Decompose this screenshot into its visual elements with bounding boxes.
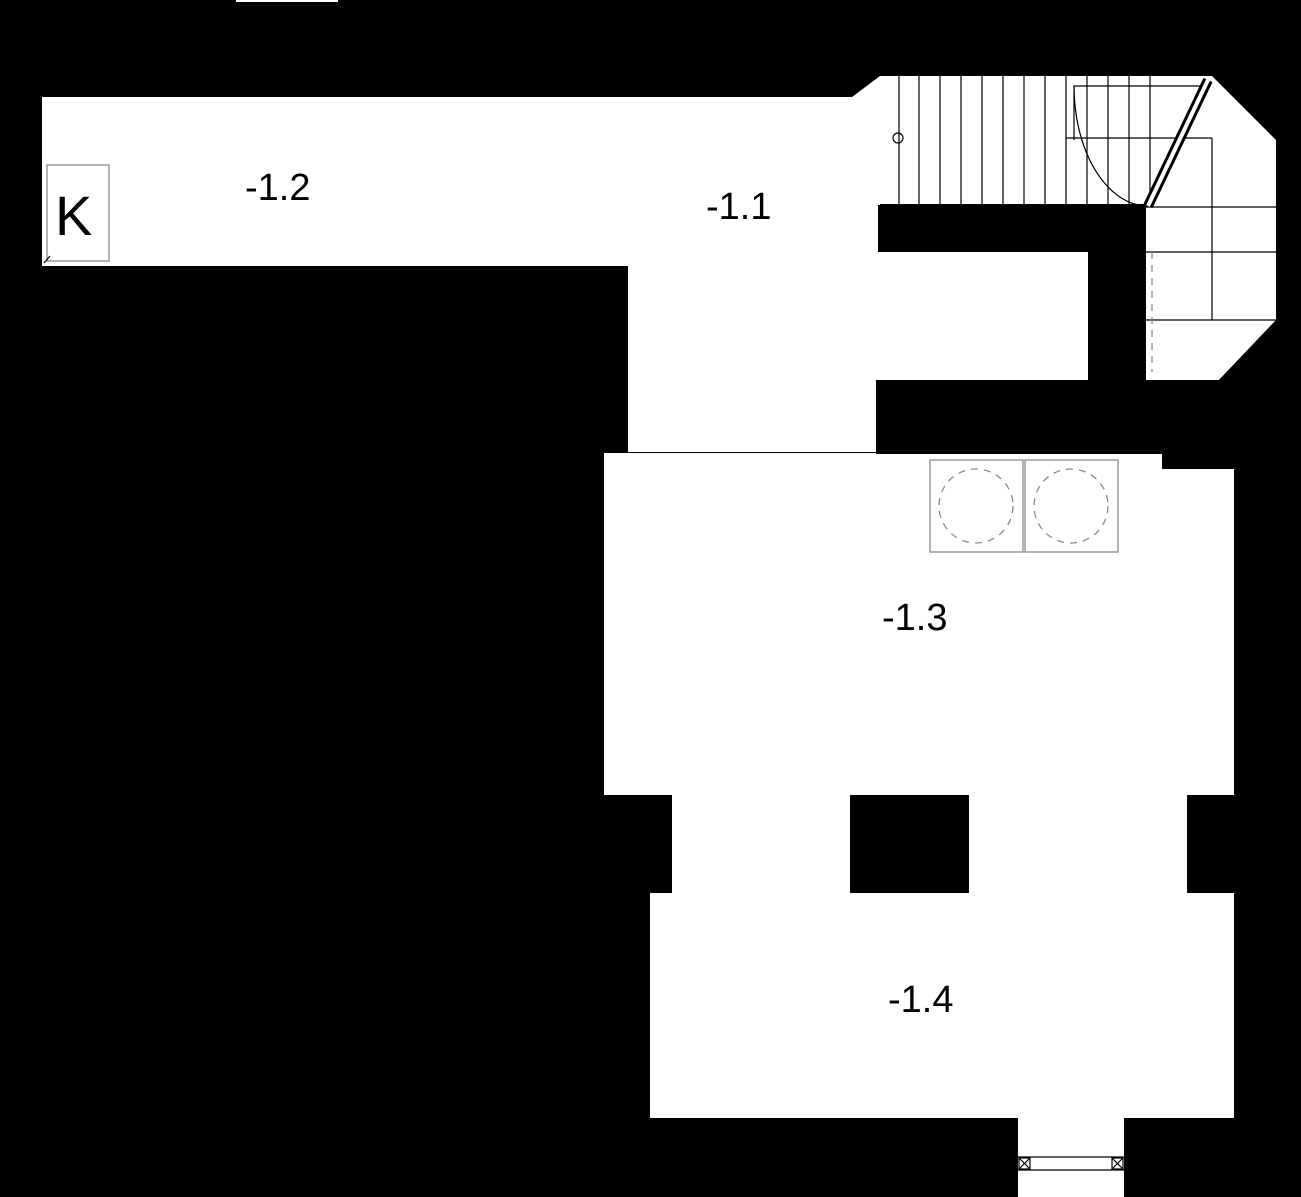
marker-k-frame — [46, 164, 110, 262]
marker-k-label: K — [55, 184, 92, 247]
marker-k: K — [43, 164, 110, 264]
door-swing-icon — [1073, 77, 1213, 209]
wall-stair-lower — [876, 380, 1234, 454]
appliance-box-left — [929, 459, 1024, 553]
room-area-passage-left — [672, 795, 850, 895]
window-icon — [1018, 1156, 1124, 1171]
appliance-drum-right-icon — [1033, 468, 1109, 544]
room-label-1-3: -1.3 — [882, 597, 947, 639]
room-area-1-4 — [650, 893, 1234, 1118]
stair-start-dot — [892, 132, 904, 144]
walls — [850, 204, 1234, 893]
staircase — [892, 76, 1276, 372]
wall-notch — [1162, 453, 1234, 469]
appliance-box-right — [1024, 459, 1119, 553]
top-edge-marker — [236, 0, 338, 2]
marker-k-tick — [43, 255, 51, 264]
room-area-passage-right — [969, 795, 1187, 895]
pillar-center — [850, 797, 969, 893]
room-area-1-3 — [604, 453, 1234, 795]
room-label-1-2: -1.2 — [245, 167, 310, 209]
floor-areas — [42, 76, 1276, 1197]
stair-icon — [892, 76, 1276, 372]
room-area-corridor — [42, 76, 1088, 452]
wall-right-stub — [1187, 797, 1234, 893]
room-label-1-1: -1.1 — [706, 186, 771, 228]
appliance-drum-left-icon — [938, 468, 1014, 544]
appliances — [929, 459, 1119, 553]
room-label-1-4: -1.4 — [888, 979, 953, 1021]
